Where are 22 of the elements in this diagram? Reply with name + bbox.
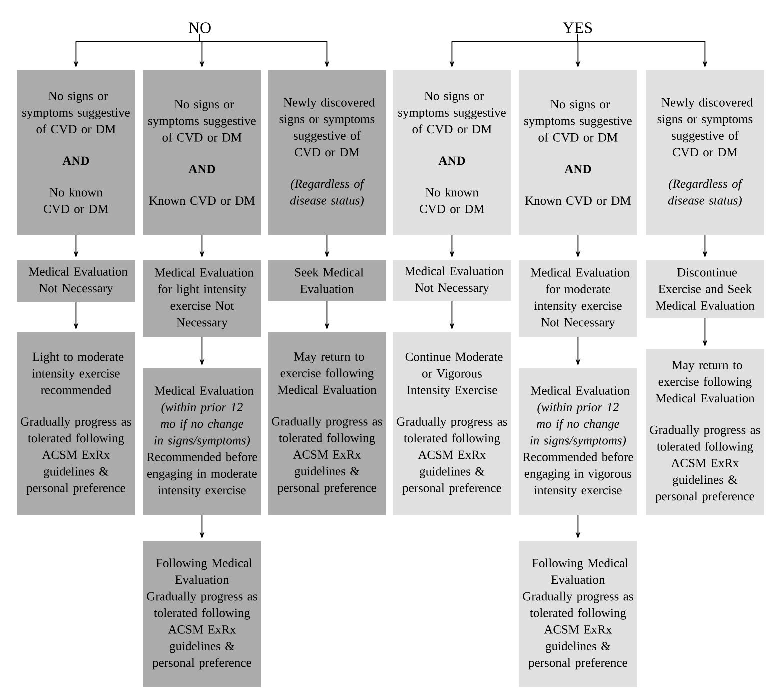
process-box: Newly discovered signs or symptoms suggestive of CVD or DM (Regardless of disease status) [646,70,764,236]
process-box: Discontinue Exercise and Seek Medical Evaluation [646,260,764,318]
process-box: May return to exercise following Medical Evaluation Gradually progress as tolerated following ACSM ExRx guidelines & personal preference [268,332,386,516]
process-box: Medical Evaluation Not Necessary [17,260,136,302]
process-box: Seek Medical Evaluation [268,260,386,302]
process-box: Newly discovered signs or symptoms suggestive of CVD or DM (Regardless of disease status) [268,70,386,236]
process-box: No signs or symptoms suggestive of CVD or DM AND Known CVD or DM [143,70,262,236]
process-box: No signs or symptoms suggestive of CVD or DM AND No known CVD or DM [393,70,512,236]
process-box: Medical Evaluation (within prior 12 mo if no change in signs/symptoms) Recommended before engaging in moderate intensity exercise [143,368,262,516]
process-box: Continue Moderate or Vigorous Intensity Exercise Gradually progress as tolerated following ACSM ExRx guidelines & personal preference [393,332,512,516]
process-box: Following Medical Evaluation Gradually progress as tolerated following ACSM ExRx guidelines & personal preference [143,541,262,688]
process-box: No signs or symptoms suggestive of CVD or DM AND No known CVD or DM [17,70,136,236]
branch-label: NO [188,22,211,34]
process-box: Light to moderate intensity exercise recommended Gradually progress as tolerated following ACSM ExRx guidelines & personal preference [17,332,136,516]
process-box: Following Medical Evaluation Gradually progress as tolerated following ACSM ExRx guidelines & personal preference [519,541,638,688]
process-box: Medical Evaluation for light intensity exercise Not Necessary [143,260,262,338]
process-box: Medical Evaluation for moderate intensity exercise Not Necessary [519,260,638,338]
process-box: May return to exercise following Medical Evaluation Gradually progress as tolerated following ACSM ExRx guidelines & personal preference [646,349,764,516]
process-box: No signs or symptoms suggestive of CVD or DM AND Known CVD or DM [519,70,638,236]
process-box: Medical Evaluation (within prior 12 mo if no change in signs/symptoms) Recommended before engaging in vigorous intensity exercise [519,368,638,516]
branch-label: YES [563,22,592,34]
process-box: Medical Evaluation Not Necessary [393,260,512,302]
